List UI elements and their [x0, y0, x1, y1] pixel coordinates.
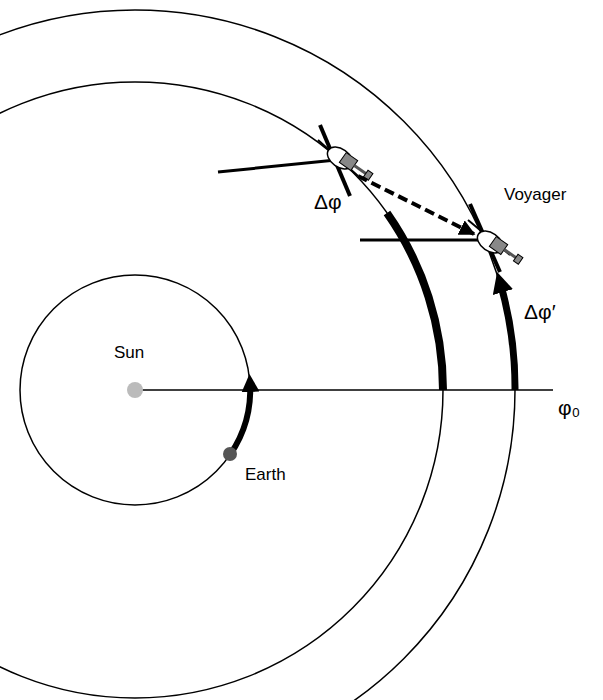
reference-axis: [135, 389, 553, 391]
delta-phi-label: Δφ: [312, 190, 344, 213]
delta-phi-prime-label: Δφ′: [522, 300, 558, 323]
voyager-craft: [218, 125, 375, 196]
voyager-label: Voyager: [502, 186, 568, 205]
voyager-motion-arrow: [358, 176, 474, 234]
earth-label: Earth: [243, 466, 288, 485]
delta-phi-prime-arc: [500, 282, 515, 390]
earth-dot: [223, 447, 237, 461]
phi-zero-label: φ₀: [556, 396, 582, 419]
voyager-craft: [360, 204, 525, 272]
earth-motion-arrow: [230, 383, 250, 454]
sun-label: Sun: [112, 344, 146, 363]
outer-orbit: [0, 10, 515, 700]
sun-dot: [127, 382, 143, 398]
